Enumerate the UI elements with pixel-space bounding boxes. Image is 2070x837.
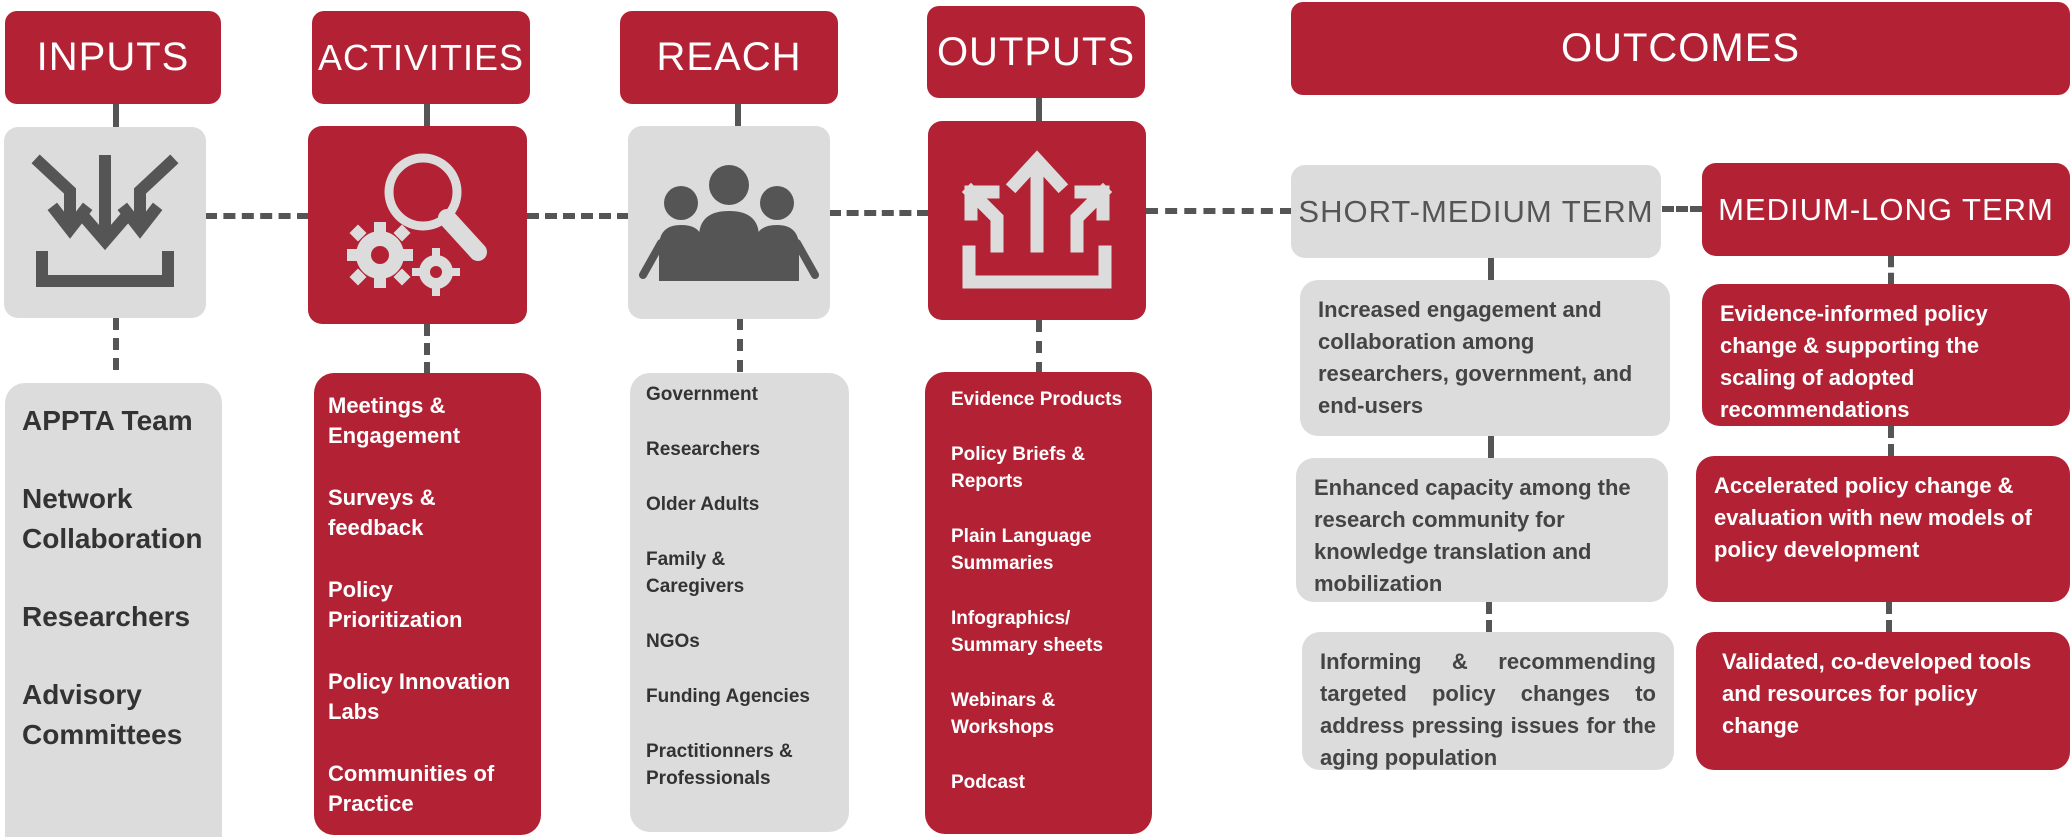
list-item: Podcast	[951, 772, 1025, 793]
list-item: NGOs	[646, 631, 700, 652]
outputs-icon-box	[928, 121, 1146, 320]
list-item: Older Adults	[646, 494, 760, 515]
connector-ml-2	[1888, 426, 1894, 456]
header-activities: ACTIVITIES	[312, 11, 530, 104]
connector-ml-1	[1888, 256, 1894, 284]
short-medium-outcome-2: Enhanced capacity among the research com…	[1296, 458, 1668, 602]
connector-outputs-bottom	[1036, 320, 1042, 374]
medium-long-outcome-1: Evidence-informed policy change & suppor…	[1702, 284, 2070, 426]
list-item: APPTA Team	[22, 405, 193, 436]
list-item: Infographics/ Summary sheets	[951, 608, 1104, 656]
connector-activities-reach	[527, 213, 629, 219]
medium-long-outcome-2: Accelerated policy change & evaluation w…	[1696, 456, 2070, 602]
connector-reach-outputs	[829, 210, 929, 216]
magnifier-gears-icon	[346, 153, 487, 296]
list-item: Communities of Practice	[328, 761, 495, 816]
list-item: Funding Agencies	[646, 686, 810, 707]
inbox-arrows-icon	[31, 154, 179, 287]
reach-list: Government Researchers Older Adults Fami…	[630, 373, 849, 832]
connector-sm-2	[1488, 436, 1494, 458]
connector-activities-top	[424, 104, 430, 128]
list-item: Practitionners & Professionals	[646, 741, 793, 789]
list-item: Researchers	[22, 601, 191, 632]
medium-long-term-header: MEDIUM-LONG TERM	[1702, 163, 2070, 256]
list-item: Advisory Committees	[22, 679, 183, 750]
list-item: Network Collaboration	[22, 483, 203, 554]
list-item: Family & Caregivers	[646, 549, 745, 597]
short-medium-term-header: SHORT-MEDIUM TERM	[1291, 165, 1661, 258]
reach-icon-box	[628, 126, 830, 319]
connector-inputs-activities	[205, 213, 309, 219]
people-group-icon	[639, 164, 819, 281]
inputs-icon-box	[4, 127, 206, 318]
list-item: Surveys & feedback	[328, 485, 436, 540]
list-item: Policy Innovation Labs	[328, 669, 511, 724]
short-medium-outcome-1: Increased engagement and collaboration a…	[1300, 280, 1670, 436]
header-inputs: INPUTS	[5, 11, 221, 104]
list-item: Government	[646, 384, 758, 405]
list-item: Evidence Products	[951, 389, 1123, 410]
list-item: Policy Prioritization	[328, 577, 463, 632]
list-item: Researchers	[646, 439, 761, 460]
upload-arrows-icon	[961, 149, 1113, 288]
activities-icon-box	[308, 126, 527, 324]
connector-ml-3	[1886, 602, 1892, 632]
header-reach: REACH	[620, 11, 838, 104]
connector-terms	[1662, 206, 1702, 212]
connector-reach-top	[735, 104, 741, 128]
medium-long-outcome-3: Validated, co-developed tools and resour…	[1696, 632, 2070, 770]
connector-sm-1	[1488, 258, 1494, 280]
connector-outputs-outcomes	[1146, 208, 1292, 214]
outputs-list: Evidence Products Policy Briefs & Report…	[925, 372, 1152, 834]
connector-inputs-top	[113, 104, 119, 128]
connector-outputs-top	[1036, 98, 1042, 122]
list-item: Meetings & Engagement	[328, 393, 461, 448]
connector-inputs-bottom	[113, 318, 119, 370]
header-outcomes: OUTCOMES	[1291, 2, 2070, 95]
connector-reach-bottom	[737, 318, 743, 372]
header-outputs: OUTPUTS	[927, 6, 1145, 98]
list-item: Plain Language Summaries	[951, 526, 1092, 574]
activities-list: Meetings & Engagement Surveys & feedback…	[314, 373, 541, 835]
list-item: Policy Briefs & Reports	[951, 444, 1086, 492]
short-medium-outcome-3: Informing & recommending targeted policy…	[1302, 632, 1674, 770]
connector-activities-bottom	[424, 324, 430, 374]
inputs-list: APPTA Team Network Collaboration Researc…	[5, 383, 222, 837]
list-item: Webinars & Workshops	[951, 690, 1056, 738]
connector-sm-3	[1486, 602, 1492, 632]
